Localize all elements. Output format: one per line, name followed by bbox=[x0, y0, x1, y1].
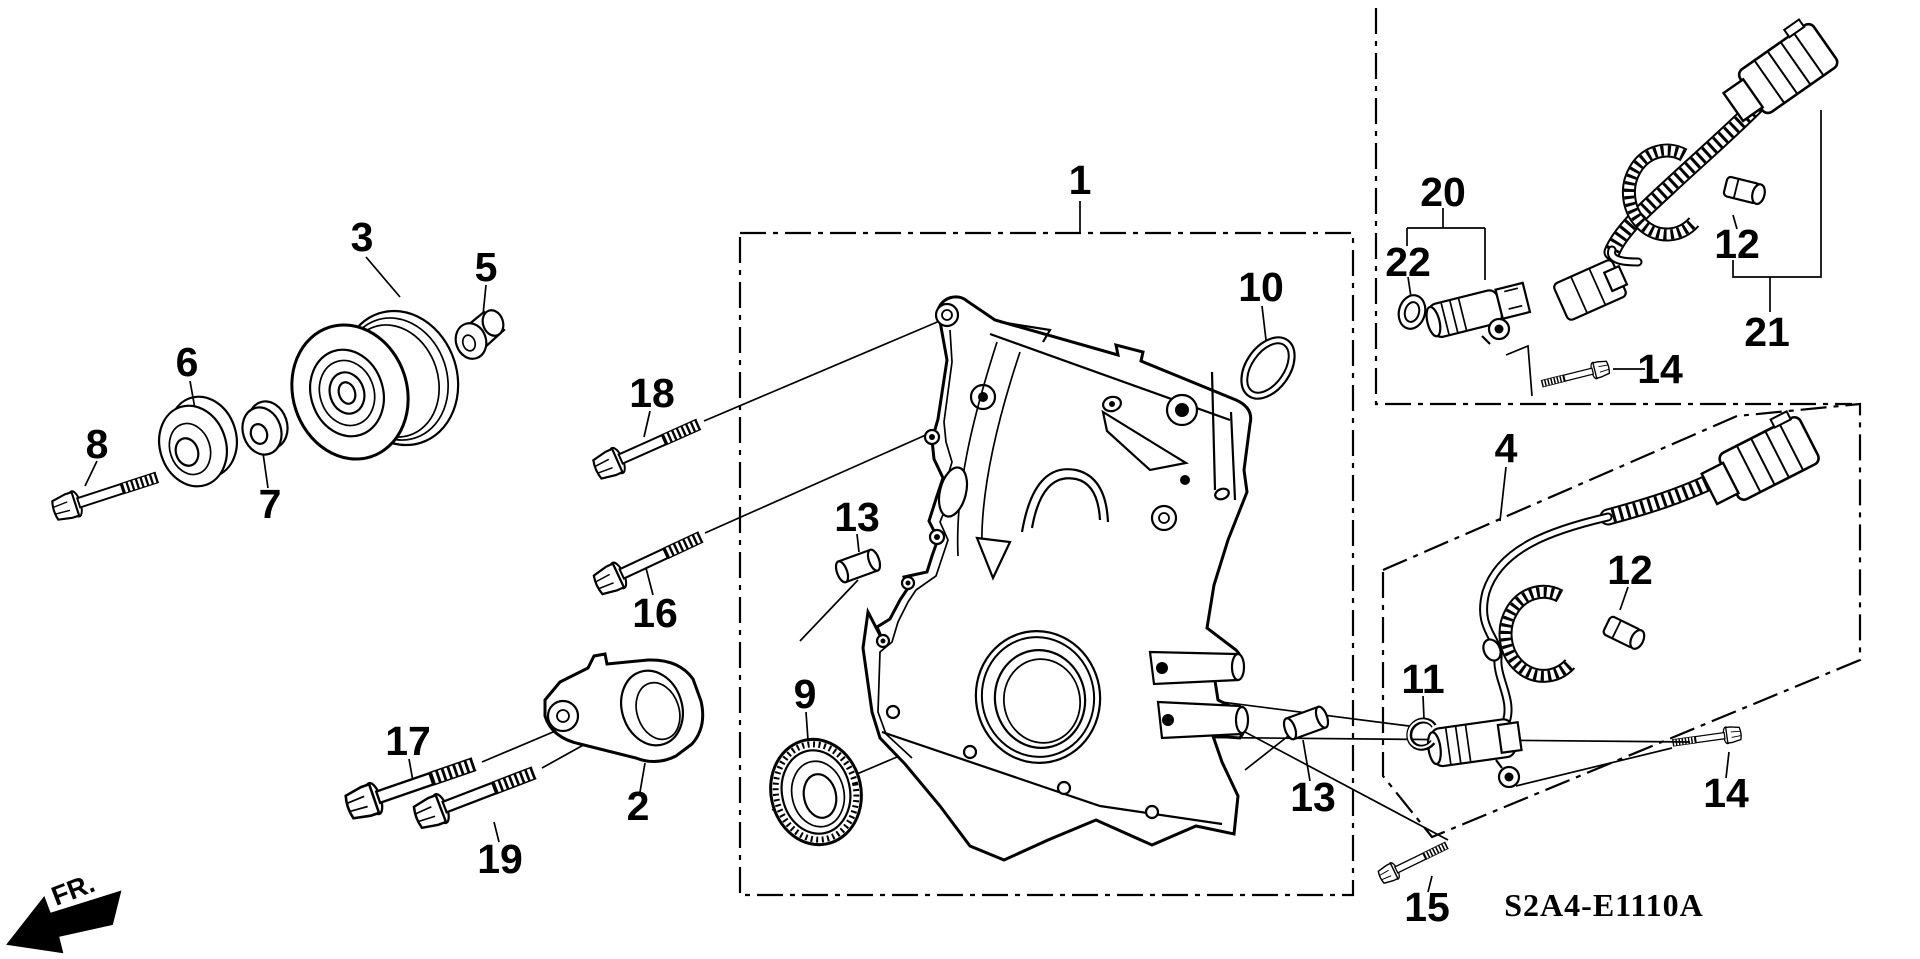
sensor-bolt-14-bottom bbox=[1671, 725, 1742, 751]
diagram-code: S2A4-E1110A bbox=[1504, 887, 1703, 923]
part-label-3: 3 bbox=[351, 214, 374, 260]
snap-ring-11 bbox=[1406, 717, 1437, 751]
part-label-5: 5 bbox=[475, 244, 498, 290]
cam-sensor-20 bbox=[1425, 281, 1532, 345]
part-label-6: 6 bbox=[176, 339, 199, 385]
part-label-7: 7 bbox=[259, 481, 282, 527]
harness-clamp-12-middle bbox=[1498, 584, 1649, 683]
part-label-21: 21 bbox=[1744, 309, 1790, 355]
sensor-bolt-14-top bbox=[1540, 359, 1611, 392]
group-box-cam-sensor-set bbox=[1374, 8, 1852, 406]
part-label-2: 2 bbox=[627, 783, 650, 829]
part-number-labels: 1234567891011121213131414151617181920212… bbox=[86, 157, 1790, 930]
idler-pulley-drawing bbox=[290, 309, 460, 461]
pulley-washer-6 bbox=[158, 395, 238, 488]
dowel-pin-13-left bbox=[834, 548, 882, 584]
part-label-9: 9 bbox=[794, 671, 817, 717]
part-label-19: 19 bbox=[477, 836, 523, 882]
o-ring-10 bbox=[1240, 336, 1296, 400]
part-label-11: 11 bbox=[1401, 656, 1444, 702]
oil-seal-drawing bbox=[769, 737, 863, 847]
timing-chain-case-drawing bbox=[861, 295, 1253, 862]
part-label-4: 4 bbox=[1495, 425, 1518, 471]
pulley-washer-7 bbox=[241, 400, 289, 456]
part-label-14: 14 bbox=[1703, 770, 1749, 816]
dowel-pin-13-right bbox=[1282, 705, 1330, 741]
part-label-13: 13 bbox=[834, 494, 880, 540]
pulley-nut-5 bbox=[454, 309, 506, 360]
part-label-12: 12 bbox=[1714, 221, 1760, 267]
part-label-12: 12 bbox=[1607, 547, 1653, 593]
part-label-1: 1 bbox=[1069, 157, 1092, 203]
part-label-22: 22 bbox=[1385, 239, 1431, 285]
case-bolt-16 bbox=[591, 524, 707, 598]
part-label-17: 17 bbox=[385, 718, 431, 764]
part-label-18: 18 bbox=[629, 370, 675, 416]
pulley-bolt-8 bbox=[50, 465, 162, 524]
cam-sensor-harness-21 bbox=[1553, 13, 1842, 321]
case-bolt-15 bbox=[1376, 837, 1450, 886]
fr-direction-arrow: FR. bbox=[6, 868, 122, 954]
part-label-8: 8 bbox=[86, 421, 109, 467]
part-label-13: 13 bbox=[1290, 774, 1336, 820]
crank-sensor-drawing bbox=[1426, 718, 1523, 789]
group-box-chain-case bbox=[738, 231, 1355, 897]
part-label-10: 10 bbox=[1238, 264, 1284, 310]
harness-clamp-12-top bbox=[1621, 143, 1768, 242]
group-box-crank-sensor-set bbox=[1381, 402, 1862, 839]
crank-sensor-harness-4 bbox=[1479, 406, 1823, 727]
tensioner-bracket-drawing bbox=[543, 652, 705, 763]
part-label-16: 16 bbox=[632, 590, 678, 636]
part-label-20: 20 bbox=[1420, 169, 1466, 215]
part-label-14: 14 bbox=[1637, 346, 1683, 392]
cam-sensor-o-ring-22 bbox=[1397, 294, 1427, 330]
part-label-15: 15 bbox=[1404, 884, 1450, 930]
